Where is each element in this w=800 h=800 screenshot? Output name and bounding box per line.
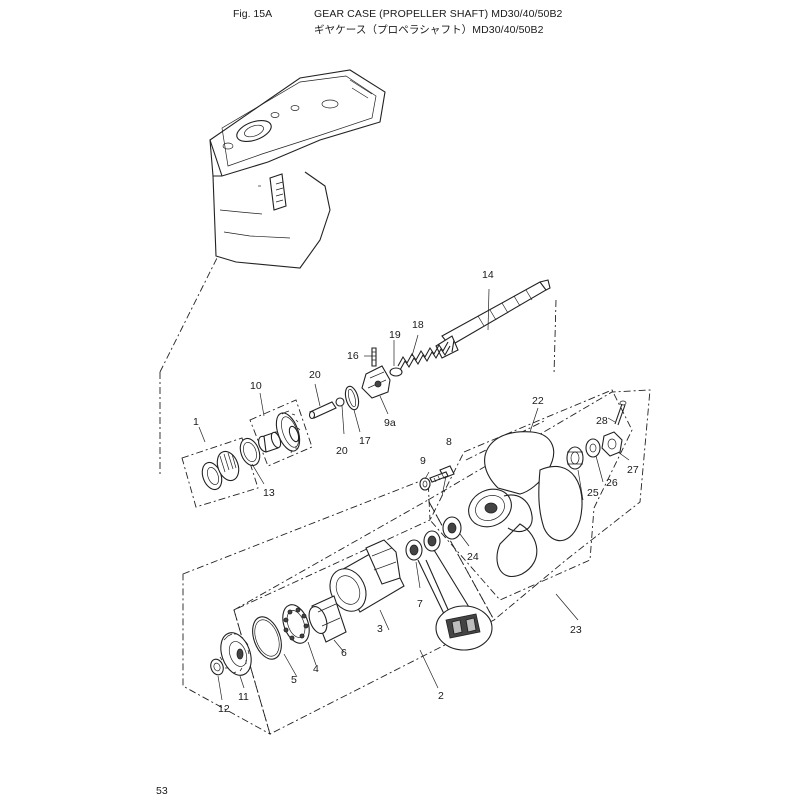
gear-case-housing — [209, 69, 386, 269]
figure-number: Fig. 15A — [233, 8, 273, 20]
callout-22: 22 — [532, 395, 544, 407]
callout-10: 10 — [250, 380, 262, 392]
leader-lines — [198, 288, 630, 701]
sleeve — [308, 595, 347, 643]
reverse-gear — [258, 410, 301, 454]
group-frame-23 — [427, 389, 651, 621]
case-alignment-lines — [159, 257, 557, 474]
needle-bearing — [282, 604, 310, 644]
page-number: 53 — [156, 785, 168, 797]
callout-24: 24 — [467, 551, 479, 563]
ring-ball-pin — [308, 385, 360, 420]
spacer-25 — [566, 446, 584, 470]
o-ring — [252, 616, 282, 660]
callout-11: 11 — [238, 691, 249, 703]
callout-6: 6 — [341, 647, 347, 659]
callout-27: 27 — [627, 464, 639, 476]
seal-detail-inset — [417, 549, 493, 651]
propeller-shaft — [435, 279, 551, 359]
callout-9a: 9a — [384, 417, 396, 429]
callout-13: 13 — [263, 487, 275, 499]
castle-nut — [601, 431, 623, 457]
callout-18: 18 — [412, 319, 424, 331]
shim-washer — [210, 658, 224, 676]
group-frame-10 — [249, 399, 313, 467]
callout-7: 7 — [417, 598, 423, 610]
callout-2: 2 — [438, 690, 444, 702]
callout-8: 8 — [446, 436, 452, 448]
washer-26 — [585, 438, 601, 458]
bearing-group — [201, 450, 240, 491]
figure-title-japanese: ギヤケース（プロペラシャフト）MD30/40/50B2 — [314, 24, 544, 36]
callout-28: 28 — [596, 415, 608, 427]
callout-16: 16 — [347, 350, 359, 362]
washer — [419, 477, 431, 491]
callout-4: 4 — [313, 663, 319, 675]
cotter-pin — [614, 400, 627, 426]
figure-title-english: GEAR CASE (PROPELLER SHAFT) MD30/40/50B2 — [314, 8, 563, 20]
callout-19: 19 — [389, 329, 401, 341]
callout-20-lower: 20 — [336, 445, 348, 457]
callout-26: 26 — [606, 477, 618, 489]
callout-23: 23 — [570, 624, 582, 636]
forward-gear — [219, 632, 252, 676]
thrust-washer — [239, 437, 261, 467]
callout-5: 5 — [291, 674, 297, 686]
bearing-housing — [329, 539, 405, 613]
group-frame-outer — [182, 477, 431, 735]
group-frame-1 — [181, 437, 259, 508]
callout-17: 17 — [359, 435, 371, 447]
spacer-24 — [442, 516, 462, 540]
callout-20-upper: 20 — [309, 369, 321, 381]
bolt — [429, 465, 455, 483]
callout-3: 3 — [377, 623, 383, 635]
small-shaft-parts — [361, 347, 403, 399]
callout-12: 12 — [218, 703, 230, 715]
propeller — [468, 431, 583, 577]
callout-labels: 1 2 3 4 5 6 7 8 9 9a 10 11 12 13 14 16 1… — [193, 269, 639, 715]
callout-9: 9 — [420, 455, 426, 467]
spring — [397, 341, 451, 371]
callout-1: 1 — [193, 416, 199, 428]
oil-seals — [405, 530, 441, 561]
callout-25: 25 — [587, 487, 599, 499]
callout-14: 14 — [482, 269, 494, 281]
